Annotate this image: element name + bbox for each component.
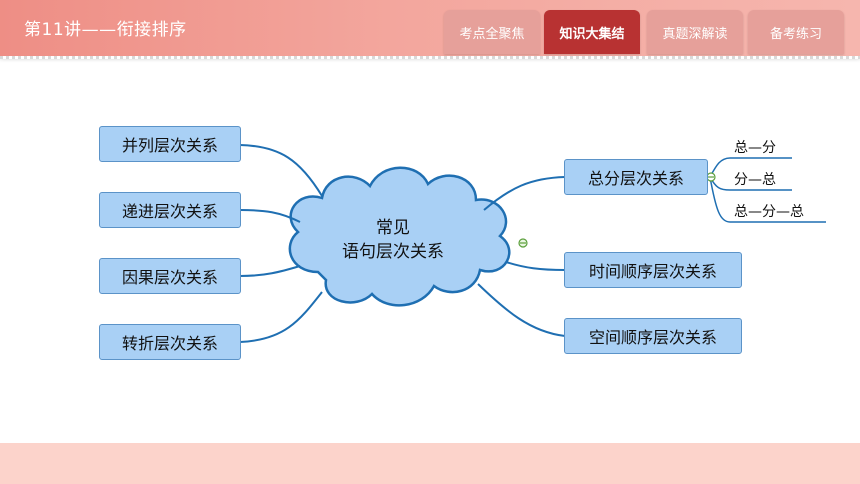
tab-practice[interactable]: 备考练习 [748,10,844,54]
node-causal[interactable]: 因果层次关系 [99,258,241,294]
node-time-order[interactable]: 时间顺序层次关系 [564,252,742,288]
lesson-title: 第11讲——衔接排序 [24,20,187,40]
tab-real-questions[interactable]: 真题深解读 [647,10,743,54]
connector-right-1 [483,176,566,211]
node-turning[interactable]: 转折层次关系 [99,324,241,360]
connector-left-4 [239,291,323,343]
footer-bar [0,443,860,484]
central-topic: 常见 语句层次关系 [318,216,468,264]
connector-right-2 [505,261,566,271]
connector-left-3 [239,265,301,277]
subnode-part-total[interactable]: 分—总 [734,172,776,188]
central-topic-line2: 语句层次关系 [342,242,444,262]
subnode-total-part-total[interactable]: 总—分—总 [734,204,804,220]
node-space-order[interactable]: 空间顺序层次关系 [564,318,742,354]
central-topic-line1: 常见 [376,218,410,238]
collapse-toggle-center-icon[interactable] [518,238,528,248]
connector-left-1 [239,144,323,197]
node-progressive[interactable]: 递进层次关系 [99,192,241,228]
connector-right-3 [477,283,566,337]
node-general-specific[interactable]: 总分层次关系 [564,159,708,195]
tab-exam-points[interactable]: 考点全聚焦 [444,10,540,54]
tab-knowledge-summary[interactable]: 知识大集结 [544,10,640,54]
collapse-toggle-icon[interactable] [706,172,716,182]
node-parallel[interactable]: 并列层次关系 [99,126,241,162]
connector-sub-3 [709,176,826,223]
header-bar: 第11讲——衔接排序 考点全聚焦 知识大集结 真题深解读 备考练习 [0,0,860,59]
cloud-shape [288,166,511,307]
connector-left-2 [239,209,301,223]
subnode-total-part[interactable]: 总—分 [734,140,776,156]
